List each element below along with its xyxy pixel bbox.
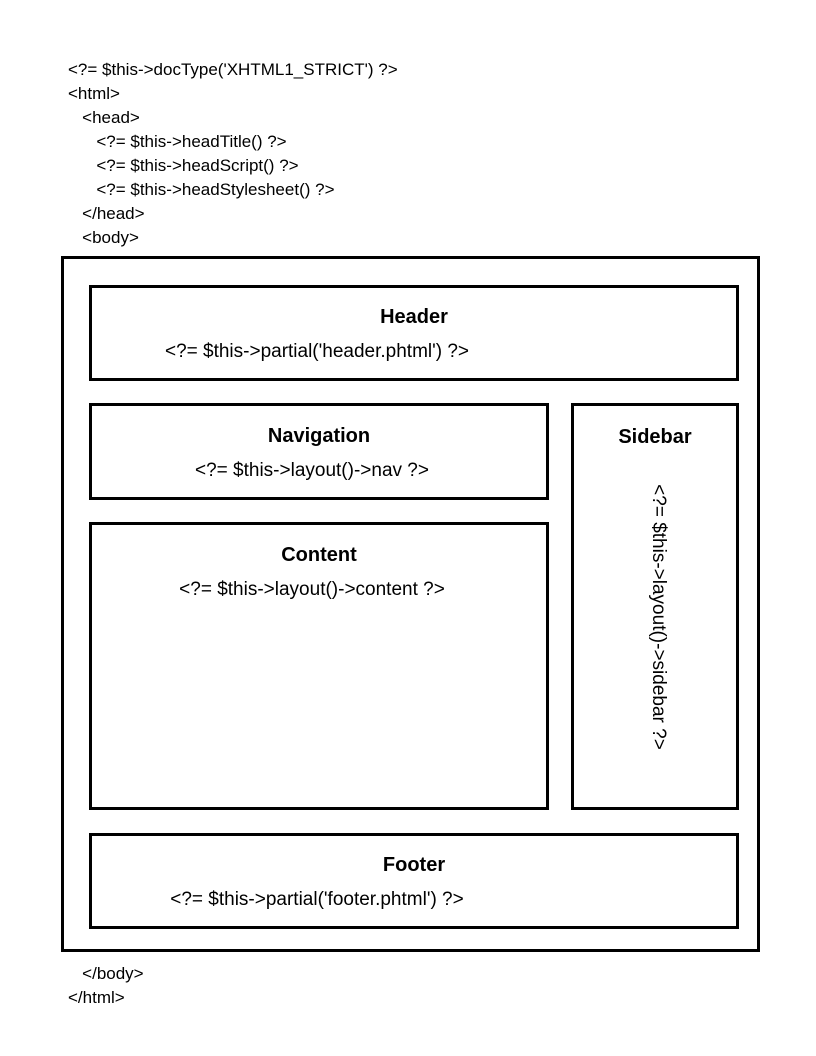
navigation-region-title: Navigation bbox=[267, 425, 371, 447]
bottom-source-code-block: </body> </html> bbox=[68, 964, 144, 1007]
navigation-region-code: <?= $this->layout()->nav ?> bbox=[195, 460, 429, 481]
footer-region-box: Footer <?= $this->partial('footer.phtml'… bbox=[89, 833, 739, 929]
sidebar-region-code: <?= $this->layout()->sidebar ?> bbox=[648, 484, 669, 750]
sidebar-region-box: Sidebar <?= $this->layout()->sidebar ?> bbox=[571, 403, 739, 810]
footer-region-title: Footer bbox=[382, 854, 446, 876]
content-region-box: Content <?= $this->layout()->content ?> bbox=[89, 522, 549, 810]
header-region-title: Header bbox=[380, 306, 448, 328]
navigation-region-box: Navigation <?= $this->layout()->nav ?> bbox=[89, 403, 549, 500]
content-region-code: <?= $this->layout()->content ?> bbox=[179, 579, 445, 600]
body-container-box: Header <?= $this->partial('header.phtml'… bbox=[61, 256, 760, 952]
sidebar-region-title: Sidebar bbox=[618, 426, 692, 448]
top-source-code-block: <?= $this->docType('XHTML1_STRICT') ?> <… bbox=[68, 60, 398, 247]
content-region-title: Content bbox=[281, 544, 357, 566]
header-region-code: <?= $this->partial('header.phtml') ?> bbox=[164, 341, 470, 362]
footer-region-code: <?= $this->partial('footer.phtml') ?> bbox=[170, 889, 464, 910]
header-region-box: Header <?= $this->partial('header.phtml'… bbox=[89, 285, 739, 381]
